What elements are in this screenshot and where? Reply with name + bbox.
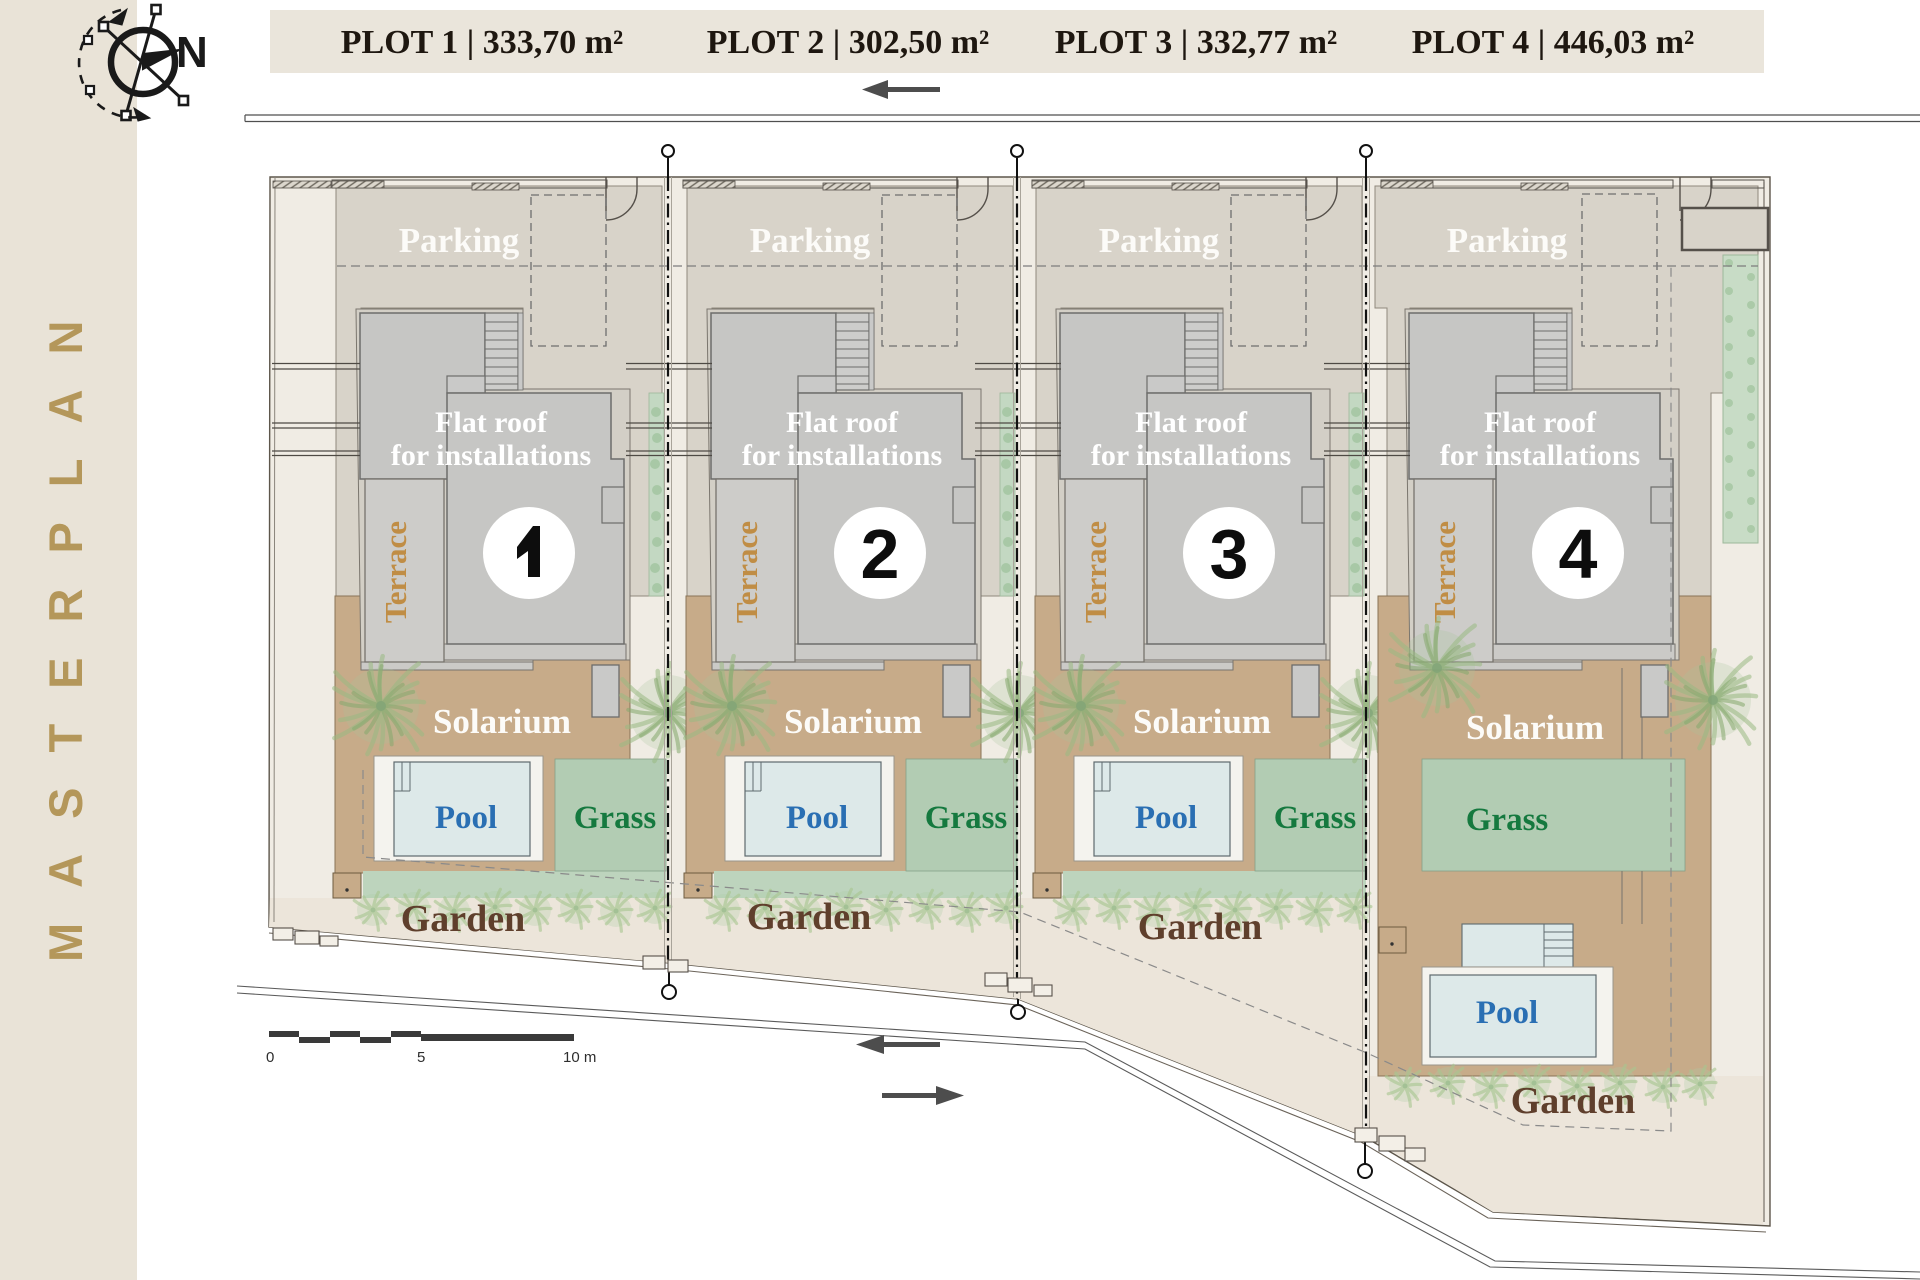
svg-text:PLOT 1 | 333,70 m²: PLOT 1 | 333,70 m² bbox=[341, 24, 623, 61]
svg-text:N: N bbox=[176, 28, 208, 77]
svg-text:Garden: Garden bbox=[1138, 906, 1263, 948]
svg-text:2: 2 bbox=[861, 515, 900, 593]
svg-text:Solarium: Solarium bbox=[1466, 708, 1604, 747]
svg-text:Parking: Parking bbox=[1447, 221, 1568, 260]
svg-text:Garden: Garden bbox=[1511, 1080, 1636, 1122]
svg-text:PLOT 2 | 302,50 m²: PLOT 2 | 302,50 m² bbox=[707, 24, 989, 61]
svg-text:Grass: Grass bbox=[1466, 802, 1549, 838]
svg-text:3: 3 bbox=[1210, 515, 1249, 593]
svg-text:PLOT 3 | 332,77 m²: PLOT 3 | 332,77 m² bbox=[1055, 24, 1337, 61]
svg-text:5: 5 bbox=[417, 1049, 425, 1066]
svg-text:Garden: Garden bbox=[401, 898, 526, 940]
svg-text:10 m: 10 m bbox=[563, 1049, 596, 1066]
svg-text:Garden: Garden bbox=[747, 896, 872, 938]
svg-text:PLOT 4 | 446,03 m²: PLOT 4 | 446,03 m² bbox=[1412, 24, 1694, 61]
svg-text:4: 4 bbox=[1559, 515, 1598, 593]
svg-text:MASTERPLAN: MASTERPLAN bbox=[39, 286, 92, 962]
svg-text:0: 0 bbox=[266, 1049, 274, 1066]
svg-text:Pool: Pool bbox=[1476, 995, 1538, 1031]
